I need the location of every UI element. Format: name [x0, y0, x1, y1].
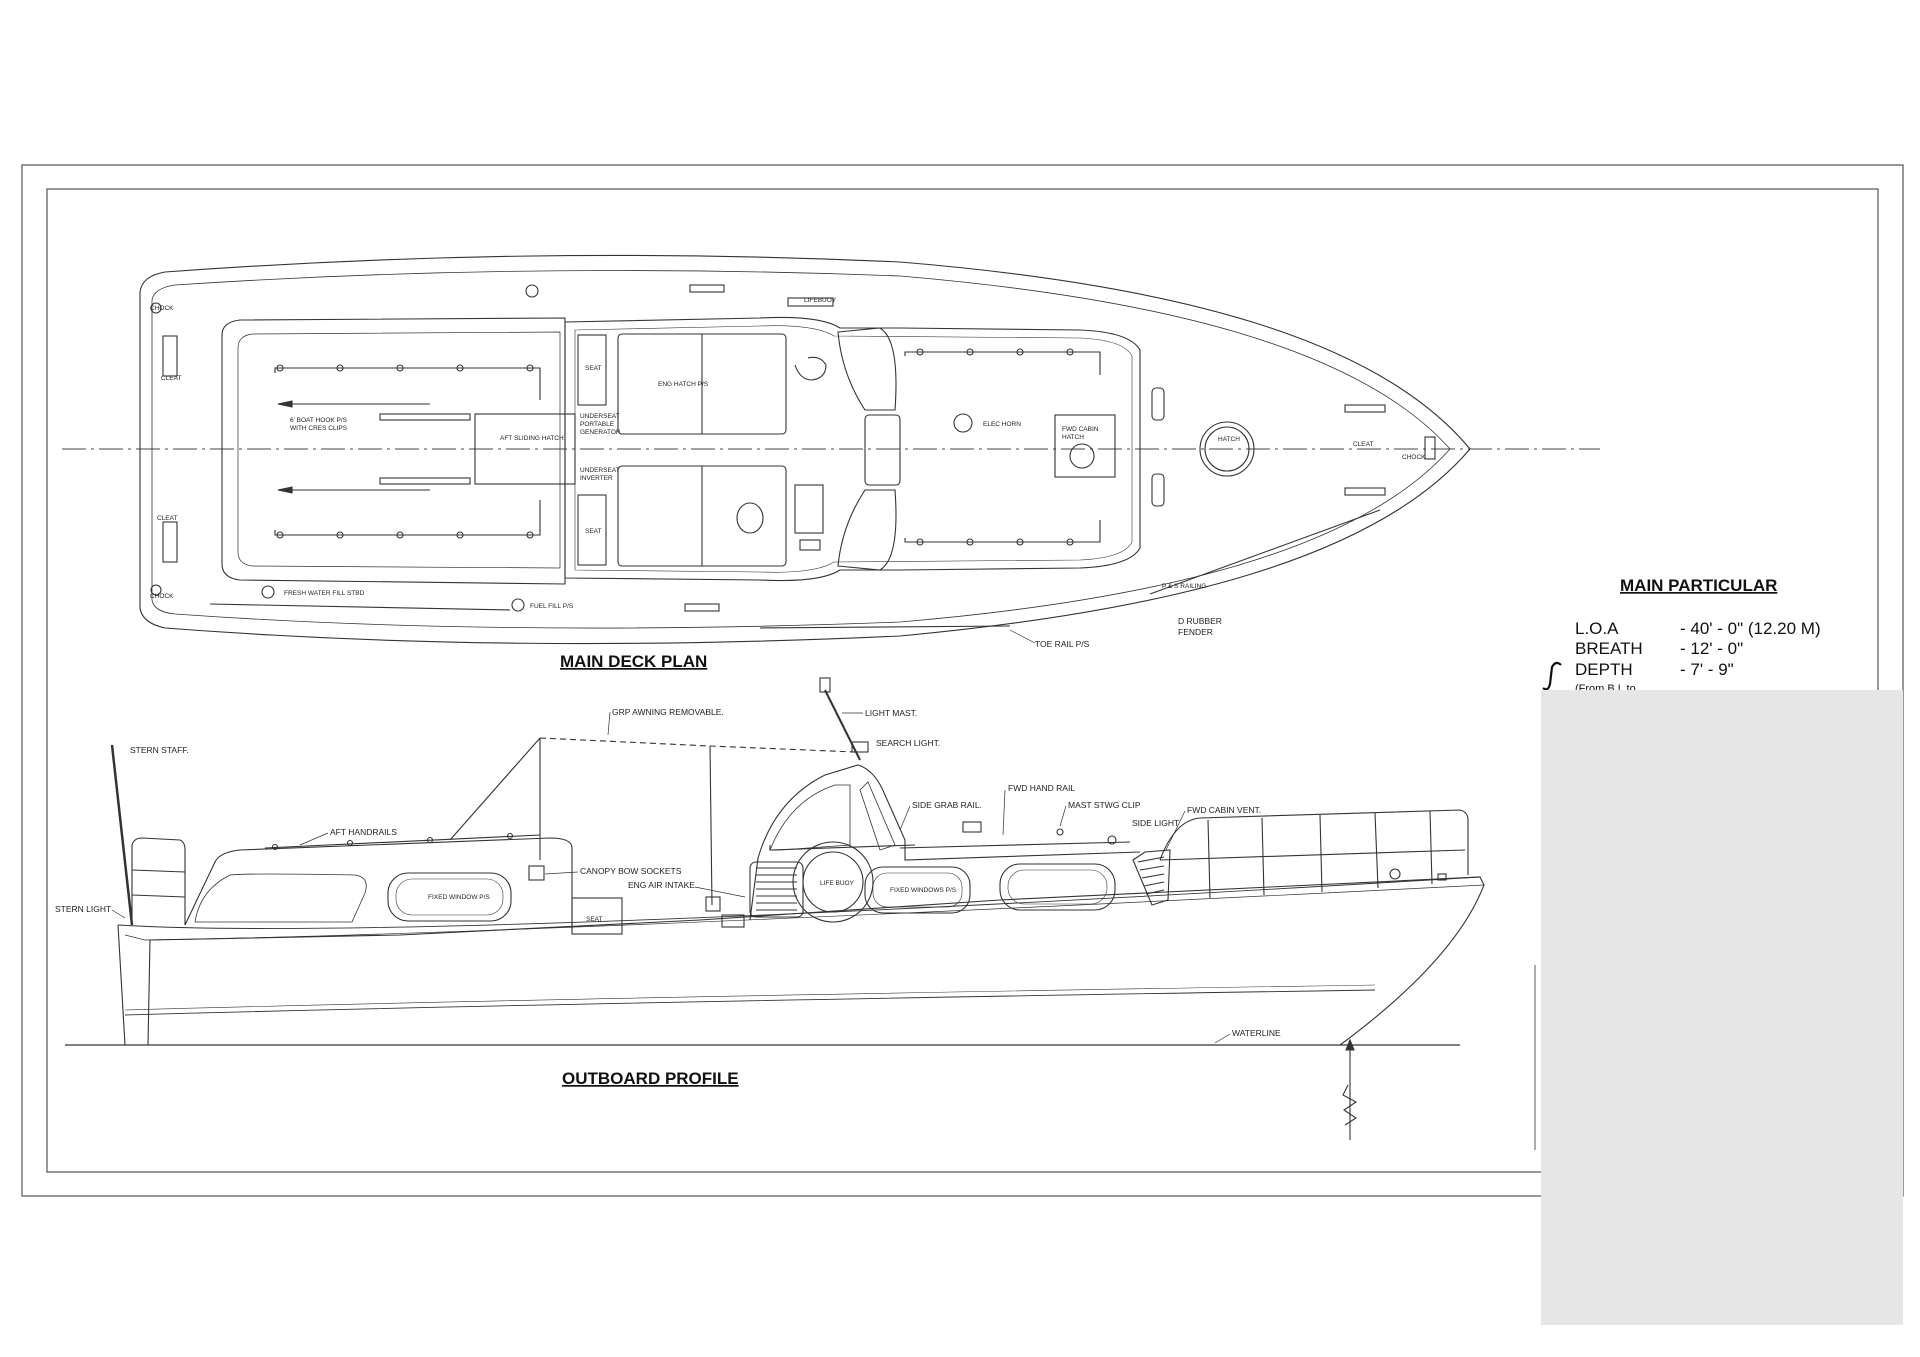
label-elec-horn: ELEC HORN [983, 421, 1021, 428]
label-chock-aft-bottom: CHOCK [150, 593, 174, 600]
label-mast-stwg-clip: MAST STWG CLIP [1068, 800, 1141, 810]
label-seat-bottom: SEAT [585, 528, 602, 535]
label-chock-fwd: CHOCK [1402, 454, 1426, 461]
label-seat-top: SEAT [585, 365, 602, 372]
label-boat-hook: 6' BOAT HOOK P/S [290, 417, 348, 424]
label-fixed-window-aft: FIXED WINDOW P/S [428, 894, 490, 901]
integral-sign [1542, 661, 1562, 691]
label-chock-aft-top: CHOCK [150, 305, 174, 312]
deck-plan [62, 254, 1600, 645]
deck-plan-labels: CHOCK CLEAT CLEAT CHOCK 6' BOAT HOOK P/S… [150, 297, 1426, 671]
occluded-region [1541, 690, 1903, 1325]
label-underseat-1: UNDERSEAT [580, 413, 620, 420]
label-underseat-2: UNDERSEAT [580, 467, 620, 474]
label-fwd-cabin-vent: FWD CABIN VENT. [1187, 805, 1261, 815]
inner-frame [46, 188, 1879, 1173]
particulars-block: MAIN PARTICULAR L.O.A - 40' - 0" (12.20 … [1534, 576, 1821, 1150]
label-cres-clips: WITH CRES CLIPS [290, 425, 348, 432]
label-inverter: INVERTER [580, 475, 613, 482]
label-portable: PORTABLE [580, 421, 615, 428]
label-waterline: WATERLINE [1232, 1028, 1281, 1038]
outboard-profile [65, 677, 1485, 1140]
label-lifebuoy: LIFEBUOY [804, 297, 837, 304]
profile-labels: GRP AWNING REMOVABLE. LIGHT MAST. SEARCH… [55, 707, 1281, 1088]
label-ps-railing: P & S RAILING [1162, 583, 1206, 590]
label-aft-sliding-hatch: AFT SLIDING HATCH [500, 435, 564, 442]
label-cleat-aft-top: CLEAT [161, 375, 181, 382]
particulars-title: MAIN PARTICULAR [1620, 576, 1777, 595]
label-generator: GENERATOR [580, 429, 621, 436]
label-side-grab-rail: SIDE GRAB RAIL. [912, 800, 982, 810]
label-search-light: SEARCH LIGHT. [876, 738, 940, 748]
label-fuel-fill: FUEL FILL P/S [530, 603, 574, 610]
label-light-mast: LIGHT MAST. [865, 708, 917, 718]
label-fwd-cabin: FWD CABIN [1062, 426, 1099, 433]
label-eng-air-intake: ENG AIR INTAKE [628, 880, 695, 890]
label-side-light: SIDE LIGHT [1132, 818, 1179, 828]
label-d-rubber: D RUBBER [1178, 616, 1222, 626]
profile-title: OUTBOARD PROFILE [562, 1069, 739, 1088]
loa-value: - 40' - 0" (12.20 M) [1680, 619, 1821, 638]
label-fender: FENDER [1178, 627, 1213, 637]
breath-value: - 12' - 0" [1680, 639, 1743, 658]
profile-hull [117, 876, 1485, 1046]
label-eng-hatch: ENG HATCH P/S [658, 381, 709, 388]
label-seat: SEAT [586, 916, 603, 923]
label-hatch-small: HATCH [1062, 434, 1084, 441]
label-stern-light: STERN LIGHT [55, 904, 111, 914]
label-toe-rail: TOE RAIL P/S [1035, 639, 1090, 649]
depth-label: DEPTH [1575, 660, 1633, 679]
breath-label: BREATH [1575, 639, 1643, 658]
label-aft-handrails: AFT HANDRAILS [330, 827, 397, 837]
deck-plan-title: MAIN DECK PLAN [560, 652, 707, 671]
hull-outline [139, 254, 1471, 645]
depth-value: - 7' - 9" [1680, 660, 1734, 679]
label-canopy-bow-sockets: CANOPY BOW SOCKETS [580, 866, 682, 876]
loa-label: L.O.A [1575, 619, 1619, 638]
label-cleat-aft-bottom: CLEAT [157, 515, 177, 522]
label-cleat-fwd: CLEAT [1353, 441, 1373, 448]
label-fwd-hand-rail: FWD HAND RAIL [1008, 783, 1075, 793]
label-hatch: HATCH [1218, 436, 1240, 443]
outer-frame [21, 164, 1904, 1197]
label-life-buoy: LIFE BUOY [820, 880, 855, 887]
label-stern-staff: STERN STAFF. [130, 745, 189, 755]
label-fixed-windows-fwd: FIXED WINDOWS P/S [890, 887, 957, 894]
label-grp-awning: GRP AWNING REMOVABLE. [612, 707, 724, 717]
label-fresh-water: FRESH WATER FILL STBD [284, 590, 365, 597]
